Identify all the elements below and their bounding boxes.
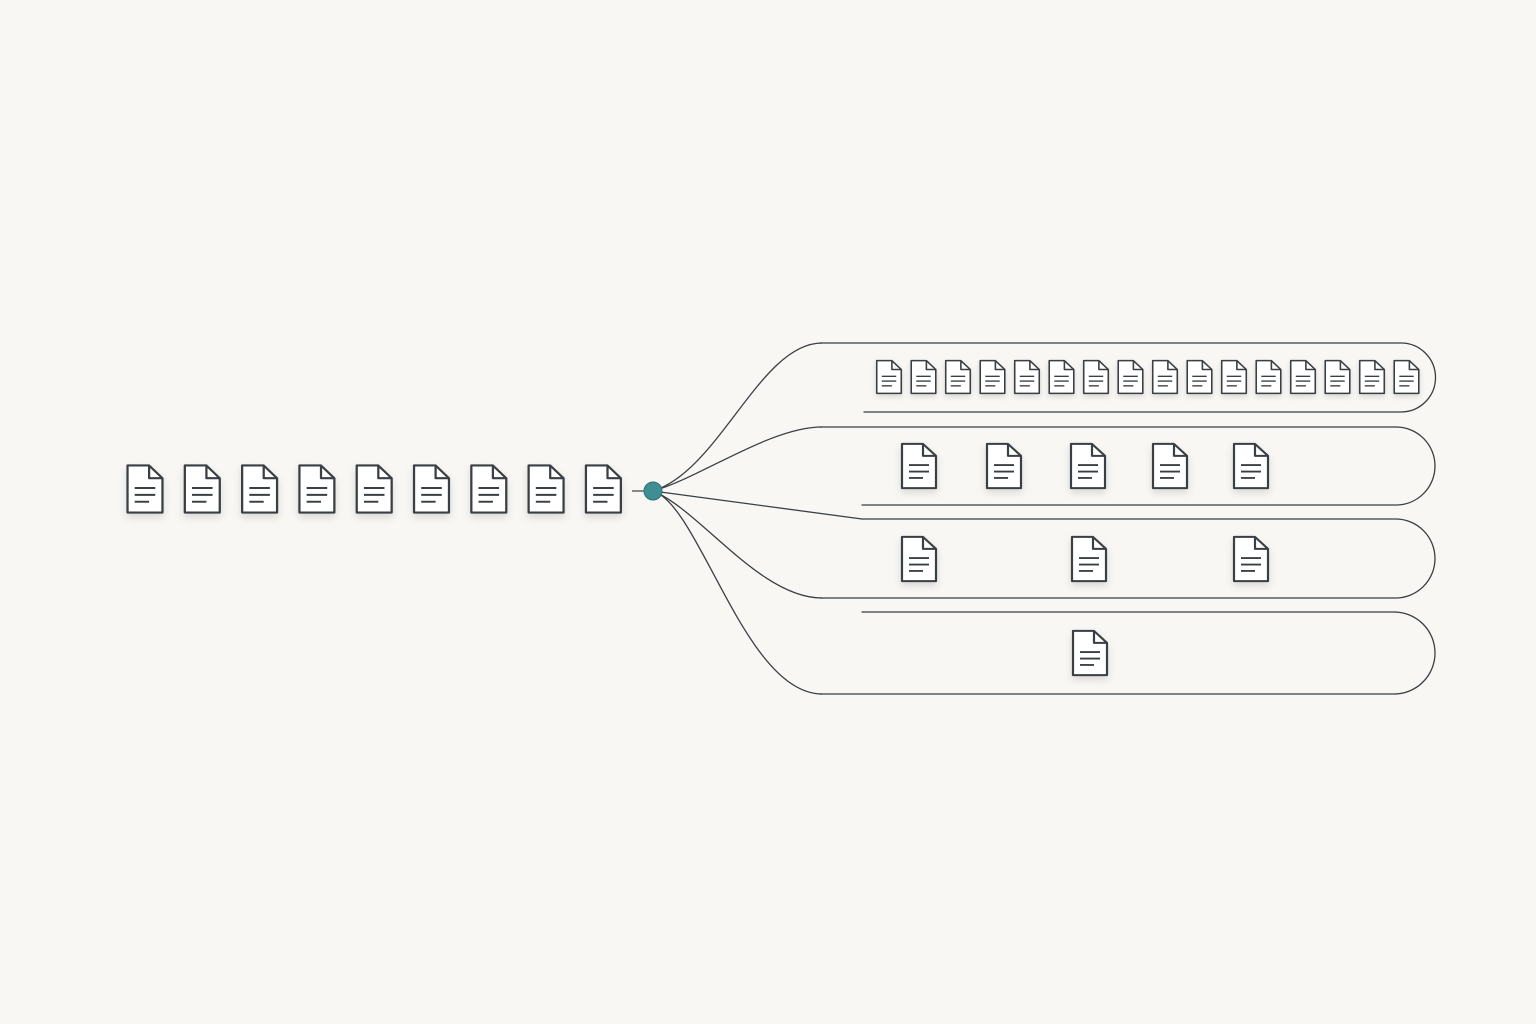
input-document-icon <box>355 464 393 514</box>
lane-1-document-icon <box>1324 359 1351 395</box>
branch-connector-5 <box>652 490 823 695</box>
lane-1-document-icon <box>1220 359 1248 395</box>
branch-connector-3 <box>652 490 863 520</box>
lane-1-document-icon <box>875 359 903 395</box>
lane-3-document-icon <box>1070 535 1108 583</box>
lane-4-outline <box>819 611 1436 695</box>
lane-1-document-icon <box>979 359 1006 395</box>
lane-2-document-icon <box>900 442 938 490</box>
input-document-icon <box>240 464 279 514</box>
lane-2-outline <box>819 426 1436 506</box>
documents <box>126 359 1420 677</box>
lane-1-outline <box>819 342 1437 413</box>
input-document-icon <box>183 464 221 514</box>
lane-1-document-icon <box>1358 359 1386 395</box>
lane-2-document-icon <box>1069 442 1107 490</box>
lanes <box>819 342 1437 695</box>
input-document-icon <box>126 464 164 514</box>
branch-connector-2 <box>652 426 823 492</box>
lane-4-document-icon <box>1071 629 1109 677</box>
lane-1-document-icon <box>1117 359 1144 395</box>
lane-1-document-icon <box>1186 359 1213 395</box>
input-document-icon <box>527 464 565 514</box>
lane-1-document-icon <box>1082 359 1110 395</box>
lane-2-document-icon <box>1151 442 1189 490</box>
lane-3-outline <box>819 518 1436 599</box>
branch-connector-4 <box>652 490 823 599</box>
lane-3-document-icon <box>1232 535 1270 583</box>
lane-1-document-icon <box>1289 359 1317 395</box>
lane-1-document-icon <box>1255 359 1282 395</box>
input-document-icon <box>298 464 336 514</box>
lane-2-document-icon <box>1232 442 1270 490</box>
lane-1-document-icon <box>1013 359 1041 395</box>
branch-connector-1 <box>652 342 823 492</box>
input-document-icon <box>470 464 508 514</box>
input-document-icon <box>584 464 623 514</box>
lane-2-document-icon <box>985 442 1023 490</box>
lane-1-document-icon <box>910 359 937 395</box>
lane-1-document-icon <box>1393 359 1420 395</box>
lane-1-document-icon <box>1151 359 1179 395</box>
input-document-icon <box>412 464 451 514</box>
lane-1-document-icon <box>944 359 972 395</box>
split-node <box>643 481 663 501</box>
branch-connectors <box>632 342 863 695</box>
lane-1-document-icon <box>1048 359 1075 395</box>
lane-3-document-icon <box>900 535 938 583</box>
split-node-group <box>643 481 663 501</box>
